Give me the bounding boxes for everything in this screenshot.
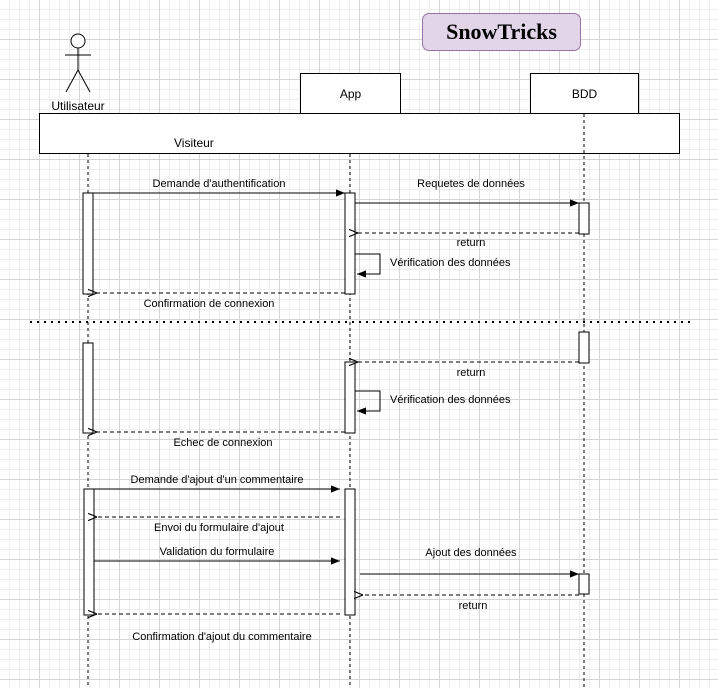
- app-activation: [344, 361, 356, 434]
- bdd-activation: [578, 331, 590, 364]
- self-message-arrow: [355, 253, 381, 278]
- bdd-activation: [578, 202, 590, 235]
- actor-label: Utilisateur: [51, 99, 105, 113]
- user-activation: [82, 342, 94, 434]
- self-message-arrow: [355, 390, 381, 415]
- message-label: Envoi du formulaire d'ajout: [154, 522, 284, 534]
- message-label: Confirmation de connexion: [143, 298, 275, 310]
- app-label: App: [339, 86, 362, 101]
- visitor-frame: [39, 113, 680, 154]
- message-label: Demande d'ajout d'un commentaire: [130, 474, 304, 486]
- app-activation: [344, 488, 356, 616]
- message-label: return: [456, 237, 486, 249]
- bdd-lifeline-header: BDD: [530, 73, 639, 114]
- message-label: return: [456, 367, 486, 379]
- diagram-title: SnowTricks: [422, 13, 581, 51]
- app-activation: [344, 192, 356, 295]
- user-activation: [83, 488, 95, 616]
- message-label: Ajout des données: [425, 547, 517, 559]
- message-label: Demande d'authentification: [152, 178, 286, 190]
- message-label: return: [458, 600, 488, 612]
- message-label: Confirmation d'ajout du commentaire: [132, 631, 312, 643]
- message-label: Vérification des données: [390, 257, 511, 269]
- message-label: Vérification des données: [390, 394, 511, 406]
- user-activation: [82, 192, 94, 295]
- message-label: Requetes de données: [417, 178, 525, 190]
- message-label: Echec de connexion: [173, 437, 273, 449]
- visitor-frame-label: Visiteur: [174, 136, 214, 150]
- message-label: Validation du formulaire: [159, 546, 275, 558]
- actor-icon: [65, 33, 91, 93]
- bdd-label: BDD: [571, 86, 598, 101]
- bdd-activation: [578, 573, 590, 595]
